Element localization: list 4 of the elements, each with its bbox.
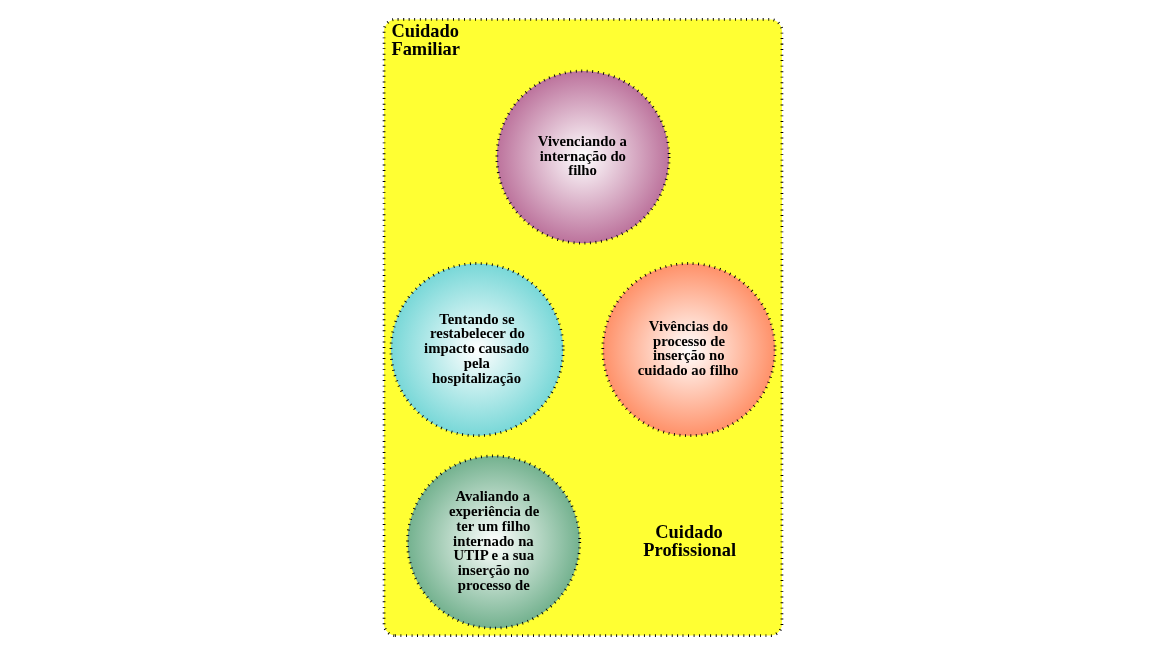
node-circle: Vivências do processo de inserção no cuidado ao filho — [600, 262, 776, 438]
node-circle: Vivenciando a internação do filho — [495, 69, 670, 245]
node-circle: Tentando se restabelecer do impacto causado pela hospitalização — [389, 262, 565, 438]
node-circle: Avaliando a experiência de ter um filho internado na UTIP e a sua inserção no processo de — [405, 454, 581, 630]
